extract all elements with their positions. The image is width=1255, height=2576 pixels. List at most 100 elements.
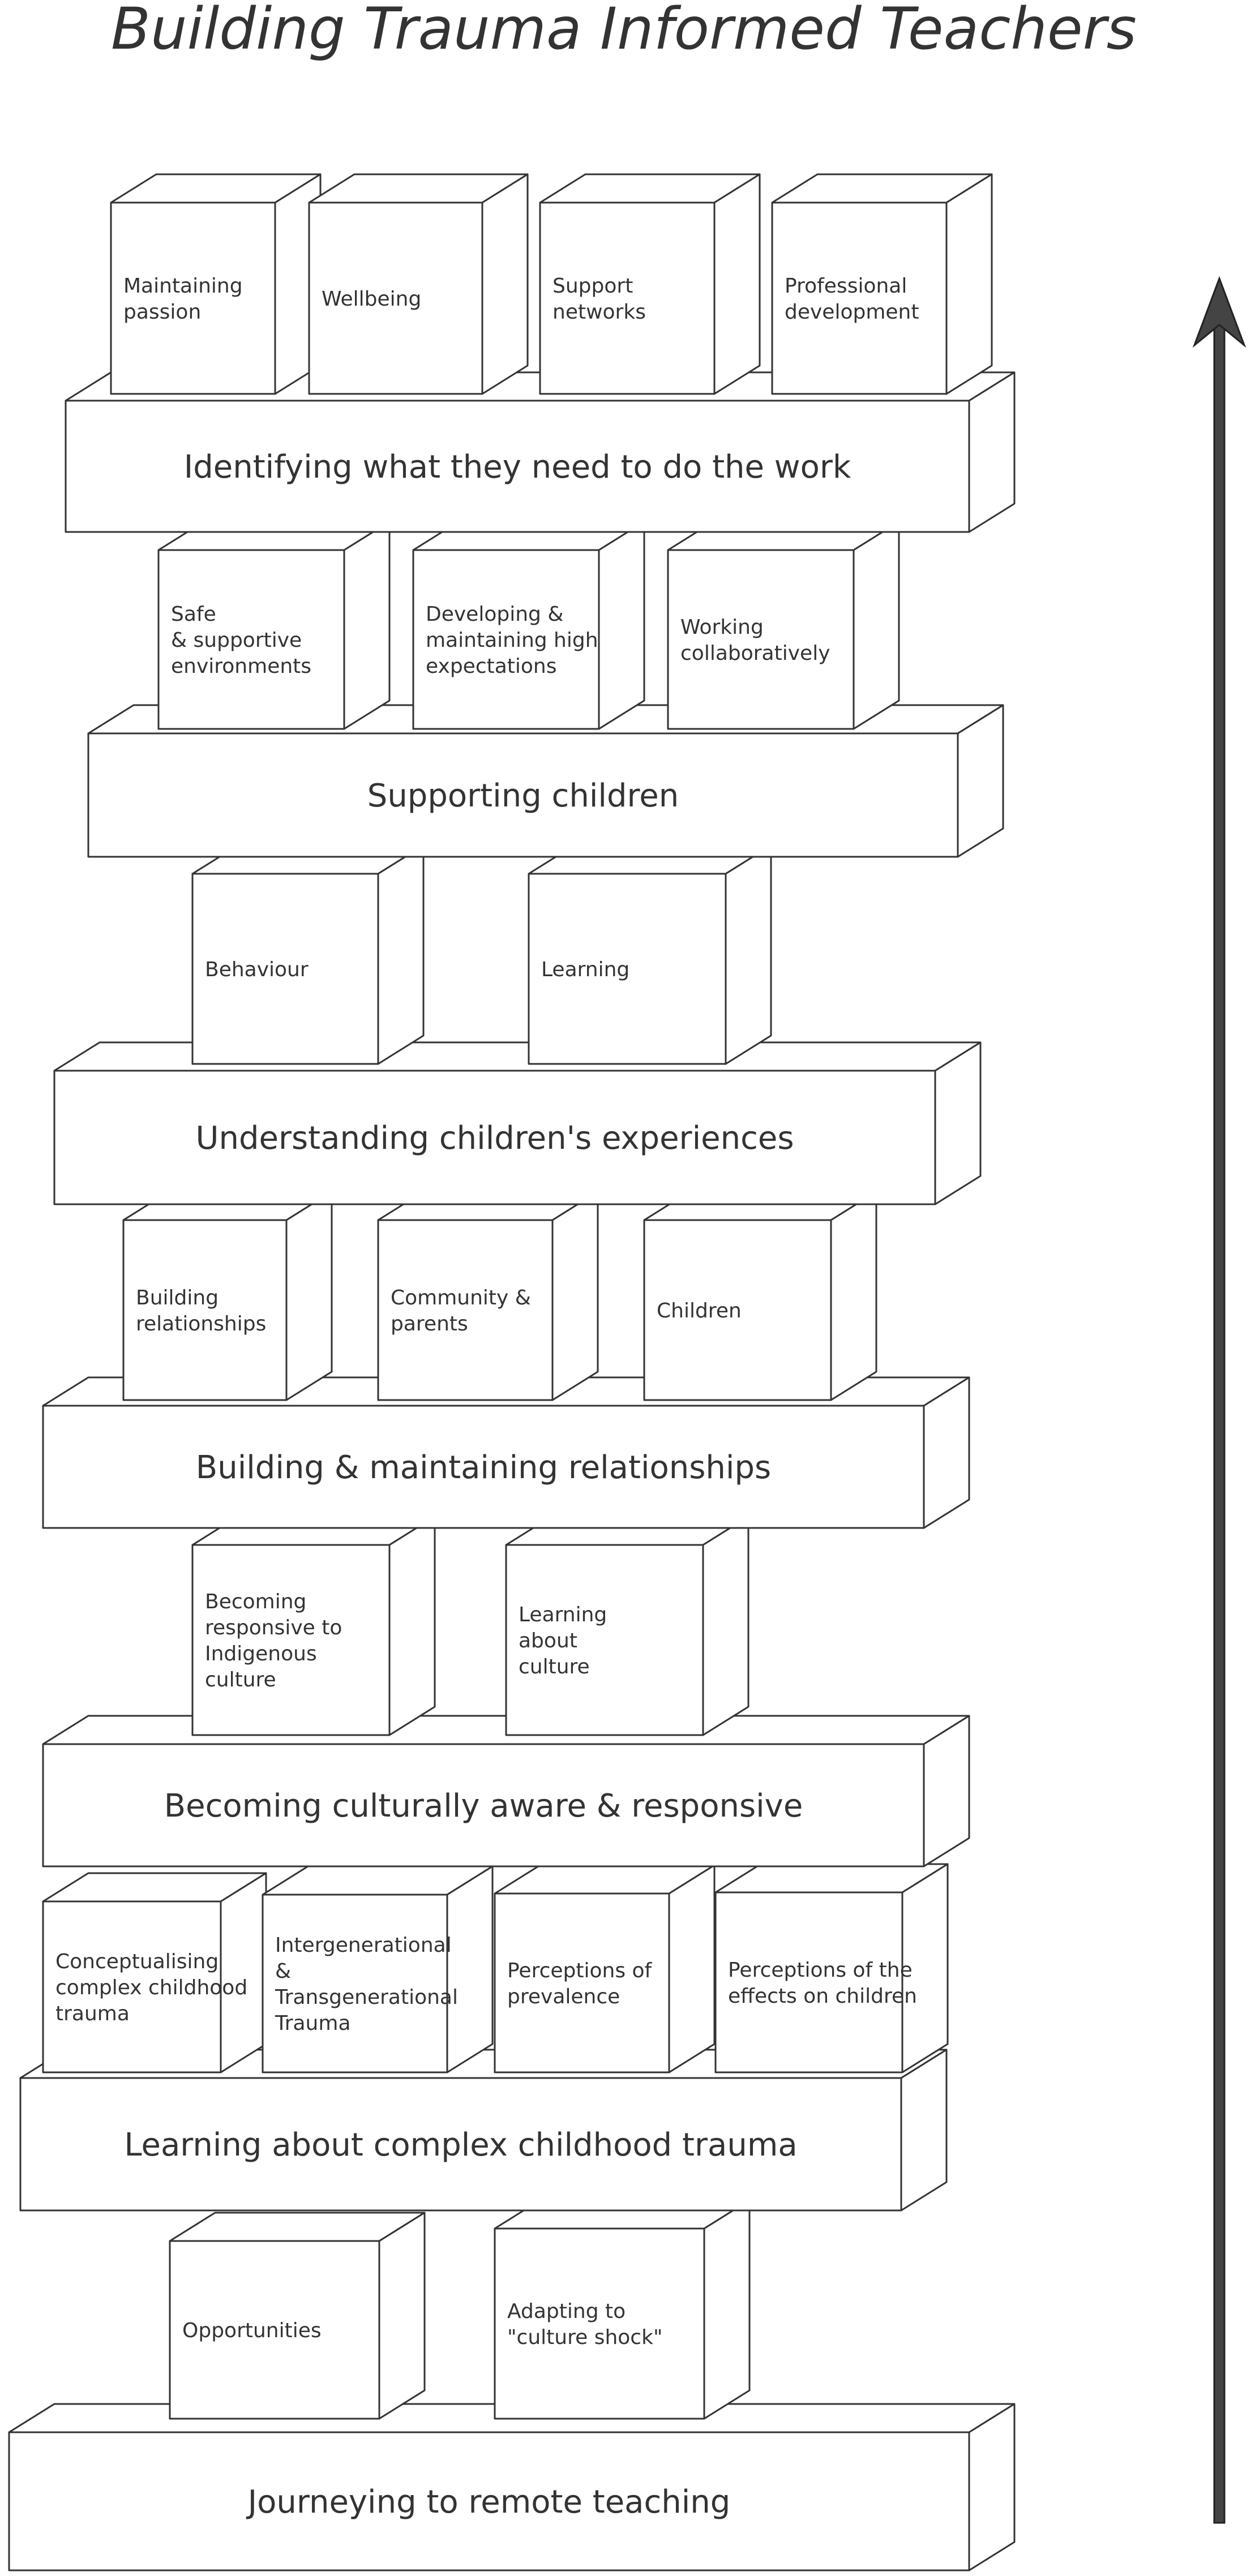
topic-box-label: Perceptions of	[507, 1959, 653, 1982]
topic-box-front-face	[412, 549, 600, 730]
topic-box-front-face	[667, 549, 855, 730]
topic-box-front-face	[262, 1894, 448, 2073]
topic-box-label: Learning	[541, 958, 629, 981]
topic-box-label: collaboratively	[680, 642, 830, 665]
topic-box-label: Building	[136, 1286, 219, 1310]
topic-box-front-face	[377, 1219, 554, 1401]
topic-box-side-face	[377, 844, 425, 1065]
slab-front-face	[65, 400, 970, 533]
arrow-shaft	[1213, 316, 1226, 2524]
block-stack: Journeying to remote teaching Opportuniti…	[8, 173, 1016, 2571]
topic-box-label: Trauma	[275, 2012, 351, 2035]
topic-box-label: Conceptualising	[55, 1950, 219, 1973]
topic-box-label: Maintaining	[123, 274, 243, 298]
topic-box-side-face	[703, 2199, 751, 2420]
topic-box-label: culture	[205, 1668, 276, 1691]
topic-box-front-face	[191, 873, 379, 1065]
topic-box: Community &parents	[377, 1191, 599, 1401]
topic-box-label: Opportunities	[182, 2319, 322, 2342]
topic-box: Wellbeing	[308, 173, 529, 395]
topic-box-side-face	[378, 2212, 426, 2420]
topic-box-label: Becoming	[205, 1590, 306, 1613]
layer-label: Understanding children's experiences	[196, 1120, 794, 1157]
topic-box-side-face	[668, 1864, 716, 2073]
topic-box-label: Adapting to	[507, 2300, 626, 2323]
topic-box: Adapting to "culture shock"	[494, 2199, 751, 2420]
layer-label: Journeying to remote teaching	[246, 2484, 731, 2521]
topic-box-front-face	[42, 1900, 222, 2073]
slab-side-face	[968, 371, 1016, 533]
topic-box-front-face	[169, 2240, 380, 2420]
topic-box-front-face	[494, 1892, 670, 2073]
topic-box-label: culture	[519, 1655, 590, 1678]
topic-box-label: Children	[657, 1299, 742, 1323]
topic-box-front-face	[771, 201, 948, 395]
topic-box-label: environments	[171, 655, 311, 678]
slab-side-face	[968, 2403, 1016, 2571]
topic-box-label: Learning	[519, 1603, 607, 1626]
topic-box-label: prevalence	[507, 1985, 620, 2008]
slab-front-face	[19, 2077, 902, 2212]
layer-label: Learning about complex childhood trauma	[124, 2127, 797, 2163]
topic-box: Perceptions of the effects on children	[714, 1863, 949, 2073]
layer-label: Becoming culturally aware & responsive	[164, 1788, 803, 1824]
topic-box: Opportunities	[169, 2212, 426, 2420]
slab-front-face	[8, 2431, 970, 2571]
layer-label: Identifying what they need to do the wor…	[184, 449, 851, 486]
layer-label: Supporting children	[367, 778, 679, 814]
topic-box-label: effects on children	[728, 1985, 917, 2008]
topic-box-front-face	[157, 549, 345, 730]
slab-side-face	[934, 1041, 982, 1205]
topic-box: Intergenerational&TransgenerationalTraum…	[262, 1865, 494, 2073]
arrow-head	[1192, 276, 1247, 348]
topic-box-label: "culture shock"	[507, 2326, 663, 2349]
topic-box: Children	[643, 1191, 877, 1401]
topic-box-front-face	[505, 1544, 704, 1736]
topic-box-side-face	[551, 1191, 599, 1401]
topic-box-side-face	[446, 1865, 494, 2073]
topic-box-label: Perceptions of the	[728, 1959, 913, 1982]
topic-box-side-face	[830, 1191, 877, 1401]
topic-box-label: relationships	[136, 1312, 266, 1336]
topic-box-label: Safe	[171, 603, 216, 626]
topic-box-label: Support	[552, 274, 633, 298]
layer-slab: Learning about complex childhood trauma	[19, 2049, 948, 2212]
topic-box-side-face	[725, 844, 772, 1065]
topic-box-label: parents	[391, 1312, 468, 1336]
topic-box-label: Working	[680, 616, 764, 639]
topic-box-side-face	[343, 521, 391, 730]
topic-box-side-face	[598, 521, 645, 730]
topic-box-front-face	[714, 1891, 903, 2073]
diagram-title: Building Trauma Informed Teachers	[111, 0, 1137, 63]
topic-box: Behaviour	[191, 844, 425, 1065]
topic-box-side-face	[388, 1515, 436, 1736]
slab-front-face	[87, 732, 959, 858]
topic-box-label: Wellbeing	[322, 287, 421, 311]
topic-box-front-face	[528, 873, 727, 1065]
topic-box-label: responsive to	[205, 1616, 342, 1639]
topic-box-front-face	[191, 1544, 391, 1736]
topic-box-front-face	[539, 201, 716, 395]
slab-front-face	[42, 1405, 925, 1529]
topic-box-front-face	[110, 201, 276, 395]
topic-box-label: expectations	[426, 655, 557, 678]
topic-box-label: Developing &	[426, 603, 563, 626]
topic-box-label: passion	[123, 300, 201, 324]
topic-box-side-face	[945, 173, 993, 395]
layer-slab: Understanding children's experiences	[53, 1041, 982, 1205]
topic-box-label: Indigenous	[205, 1642, 317, 1665]
topic-box: Working collaboratively	[667, 521, 900, 730]
slab-side-face	[900, 2049, 948, 2212]
layer-slab: Identifying what they need to do the wor…	[65, 371, 1016, 533]
topic-box-label: development	[785, 300, 919, 324]
topic-box-label: Community &	[391, 1286, 531, 1310]
